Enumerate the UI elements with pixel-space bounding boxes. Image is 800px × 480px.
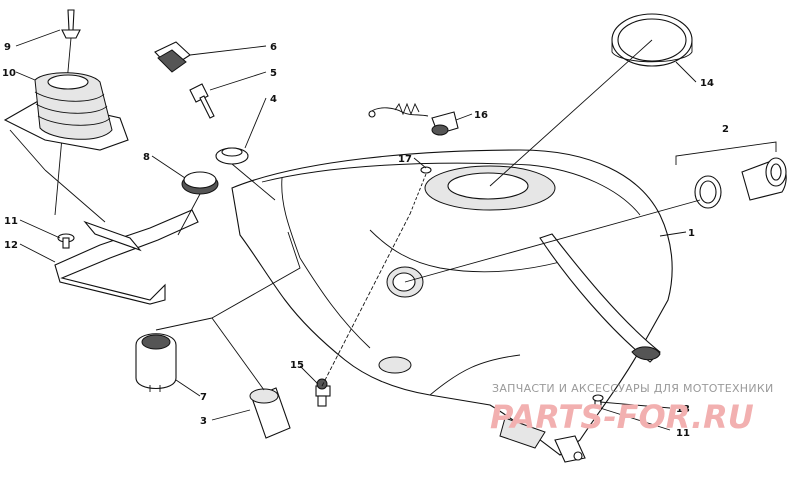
callout-11-right: 11 <box>676 428 690 439</box>
grommet <box>215 147 276 201</box>
callout-17: 17 <box>398 154 412 165</box>
callout-3: 3 <box>200 416 207 427</box>
callout-5: 5 <box>270 68 277 79</box>
callout-4: 4 <box>270 94 277 105</box>
fuel-cap <box>177 171 219 236</box>
callout-7: 7 <box>200 392 207 403</box>
callout-1: 1 <box>688 228 695 239</box>
callout-15: 15 <box>290 360 304 371</box>
vent-cap-assembly <box>404 141 787 283</box>
callout-labels: 9 10 6 5 4 8 11 12 7 3 15 16 17 14 2 1 1… <box>2 42 729 439</box>
sender-unit <box>211 231 301 439</box>
bolt-right <box>592 394 604 409</box>
washer <box>409 166 432 215</box>
callout-6: 6 <box>270 42 277 53</box>
callout-2: 2 <box>722 124 729 135</box>
rear-mount <box>554 435 586 463</box>
callout-9: 9 <box>4 42 11 53</box>
bolt-left <box>57 233 75 249</box>
filler-cap-with-lanyard <box>368 102 459 136</box>
watermark-caption: ЗАПЧАСТИ И АКСЕССУАРЫ ДЛЯ МОТОТЕХНИКИ <box>492 382 774 395</box>
callout-10: 10 <box>2 68 16 79</box>
callout-16: 16 <box>474 110 488 121</box>
callout-13: 13 <box>676 404 690 415</box>
watermark-brand: PARTS-FOR.RU <box>490 398 754 436</box>
callout-11-left: 11 <box>4 216 18 227</box>
ignition-switch <box>135 317 213 392</box>
petcock <box>315 213 411 407</box>
callout-12: 12 <box>4 240 18 251</box>
key <box>189 83 215 119</box>
tank-strap <box>539 233 661 363</box>
watermark: ЗАПЧАСТИ И АКСЕССУАРЫ ДЛЯ МОТОТЕХНИКИ PA… <box>490 382 774 436</box>
mount-bracket <box>9 129 199 305</box>
leader-lines <box>15 29 697 431</box>
boot-bellows <box>3 72 129 151</box>
filler-ring <box>489 13 693 187</box>
callout-8: 8 <box>143 152 150 163</box>
key-cap <box>154 41 191 73</box>
callout-14: 14 <box>700 78 714 89</box>
